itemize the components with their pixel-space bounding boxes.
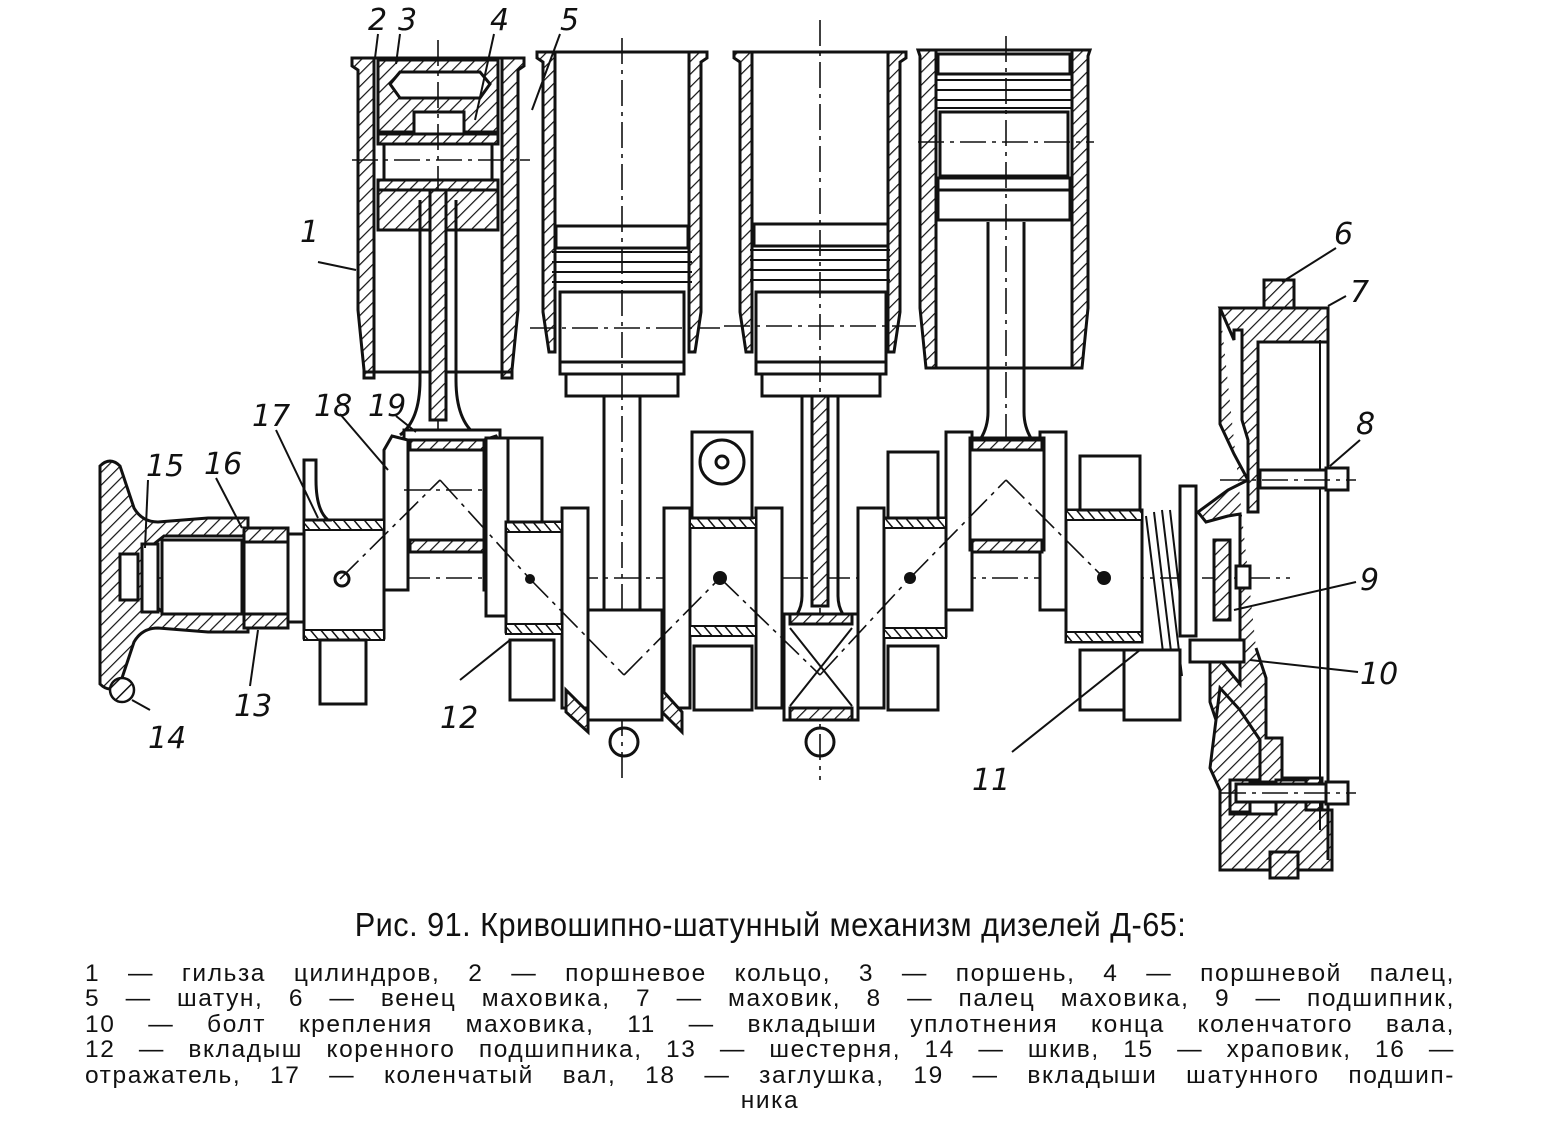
callout-2: 2 [368,3,387,38]
rear-seal [1145,509,1185,677]
callout-14: 14 [148,721,186,756]
legend-line: 5 — шатун, 6 — венец маховика, 7 — махов… [85,985,1455,1013]
cylinder-1 [350,40,530,470]
cylinder-2 [530,38,720,780]
callout-18: 18 [314,389,352,424]
callout-17: 17 [252,399,290,434]
front-end-pulley [98,459,306,704]
figure-legend: 1 — гильза цилиндров, 2 — поршневое коль… [85,960,1455,1115]
callout-7: 7 [1350,275,1369,310]
callout-10: 10 [1360,657,1398,692]
legend-line: 12 — вкладыш коренного подшипника, 13 — … [85,1036,1455,1064]
cylinder-4 [915,36,1094,520]
cylinder-3 [724,20,916,780]
legend-line: 10 — болт крепления маховика, 11 — вклад… [85,1010,1455,1038]
callout-19: 19 [368,389,406,424]
crankshaft [302,428,1185,758]
callout-leaders [131,33,1361,753]
callout-6: 6 [1334,217,1353,252]
callout-9: 9 [1360,563,1379,598]
callout-12: 12 [440,701,478,736]
figure-caption: Рис. 91. Кривошипно-шатунный механизм ди… [354,906,1187,943]
flywheel [1178,278,1356,880]
legend-line: ника [740,1087,800,1115]
callout-13: 13 [234,689,272,724]
callout-5: 5 [560,3,579,38]
callout-11: 11 [972,763,1010,798]
legend-line: 1 — гильза цилиндров, 2 — поршневое коль… [85,960,1455,987]
callout-1: 1 [300,215,319,250]
callout-16: 16 [204,447,242,482]
legend-line: отражатель, 17 — коленчатый вал, 18 — за… [85,1061,1455,1089]
callout-3: 3 [398,3,417,38]
callout-15: 15 [146,449,184,484]
callout-8: 8 [1356,407,1375,442]
callout-4: 4 [490,3,509,38]
crank-mechanism-drawing: 1 2 3 4 5 6 7 8 9 10 11 12 13 14 15 16 1… [98,3,1398,880]
callout-labels: 1 2 3 4 5 6 7 8 9 10 11 12 13 14 15 16 1… [146,3,1398,798]
